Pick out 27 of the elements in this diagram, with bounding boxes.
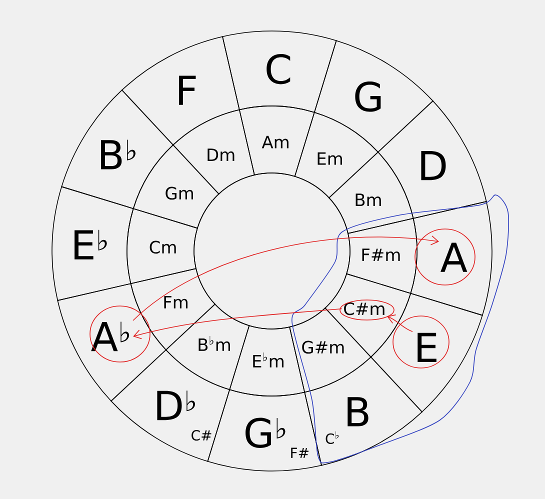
key-label: Bm xyxy=(356,194,381,206)
key-label: F xyxy=(178,76,196,105)
key-label: G#m xyxy=(302,340,344,354)
arrow xyxy=(132,236,440,321)
key-label: E$^{♭}$m xyxy=(253,352,284,368)
key-label: F#m xyxy=(362,248,400,261)
key-label: Dm xyxy=(208,148,234,161)
key-label: A xyxy=(440,242,468,272)
key-label: E xyxy=(418,332,436,362)
key-label: Cm xyxy=(150,240,176,254)
arrow xyxy=(386,314,413,332)
key-label: Fm xyxy=(164,296,188,308)
key-label: D xyxy=(421,150,446,180)
arrow xyxy=(133,308,342,340)
key-label: G xyxy=(355,82,381,112)
key-label: Gm xyxy=(166,186,193,200)
key-label: B$^{♭}$ xyxy=(101,140,136,170)
key-label: Em xyxy=(318,152,342,165)
key-label: Am xyxy=(262,136,288,148)
key-label: D$^{♭}$ C# xyxy=(157,390,212,441)
key-label: C#m xyxy=(344,302,384,316)
key-label: A$^{♭}$ xyxy=(91,322,130,352)
key-label: B C$^{♭}$ xyxy=(326,397,368,444)
key-label: G$^{♭}$ F# xyxy=(246,418,308,458)
key-label: C xyxy=(266,54,290,84)
key-label: E$^{♭}$ xyxy=(74,230,107,260)
key-label: B$^{♭}$m xyxy=(198,336,230,351)
